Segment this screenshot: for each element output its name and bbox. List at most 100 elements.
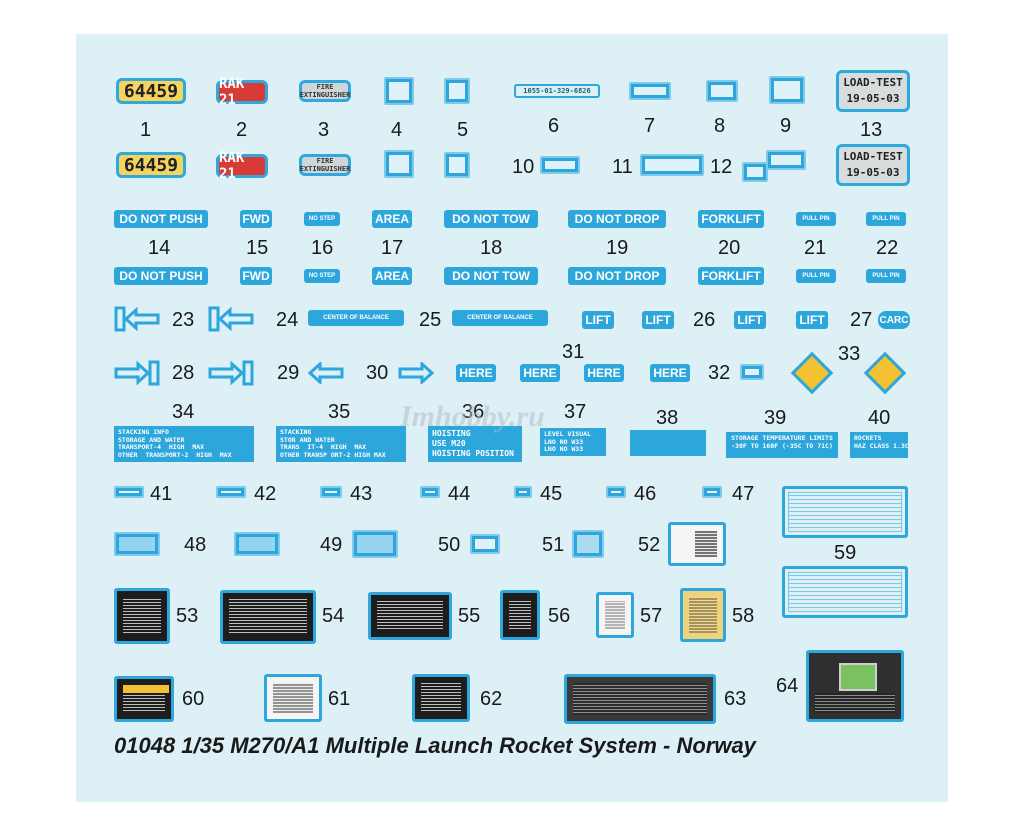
plate-64459-2: 64459	[116, 152, 186, 178]
label-18: 18	[480, 237, 503, 259]
decal-5a	[444, 78, 470, 104]
label-43: 43	[350, 483, 373, 505]
label-47: 47	[732, 483, 755, 505]
label-37: 37	[564, 401, 587, 423]
storage-temp-39: STORAGE TEMPERATURE LIMITS -30F TO 160F …	[726, 432, 838, 458]
decal-9	[769, 76, 805, 104]
carc-badge: CARC	[878, 311, 910, 329]
decal-5b	[444, 152, 470, 178]
data-plate-56	[500, 590, 540, 640]
placard-59b	[782, 566, 908, 618]
label-54: 54	[322, 605, 345, 627]
level-37: LEVEL VISUAL LNO NO W33 LNO NO W33	[540, 428, 606, 456]
decal-7	[629, 82, 671, 100]
label-51: 51	[542, 534, 565, 556]
label-9: 9	[780, 115, 792, 137]
arrow-right-icon-30	[398, 362, 434, 384]
label-3: 3	[318, 119, 330, 141]
label-61: 61	[328, 688, 351, 710]
do-not-tow-a: DO NOT TOW	[444, 210, 538, 228]
label-35: 35	[328, 401, 351, 423]
label-41: 41	[150, 483, 173, 505]
label-33: 33	[838, 343, 861, 365]
arrow-right-icon-28a	[114, 360, 160, 386]
no-step-b: NO STEP	[304, 269, 340, 283]
decal-60	[114, 676, 174, 722]
label-20: 20	[718, 237, 741, 259]
label-30: 30	[366, 362, 389, 384]
label-63: 63	[724, 688, 747, 710]
pull-pin-22b: PULL PIN	[866, 269, 906, 283]
label-60: 60	[182, 688, 205, 710]
rockets-40: ROCKETS HAZ CLASS 1.3C	[850, 432, 908, 458]
fwd-b: FWD	[240, 267, 272, 285]
watermark: Imhobby.ru	[400, 400, 545, 433]
label-27: 27	[850, 309, 873, 331]
lift-b: LIFT	[642, 311, 674, 329]
data-plate-53	[114, 588, 170, 644]
arrow-left-icon-29	[308, 362, 344, 384]
decal-46	[606, 486, 626, 498]
here-b: HERE	[520, 364, 560, 382]
warning-38	[630, 430, 706, 456]
instrument-panel-63	[564, 674, 716, 724]
data-plate-55	[368, 592, 452, 640]
label-52: 52	[638, 534, 661, 556]
decal-4b	[384, 150, 414, 178]
fire-extinguisher-plate-2: FIRE EXTINGUISHER	[299, 154, 351, 176]
label-29: 29	[277, 362, 300, 384]
pull-pin-21b: PULL PIN	[796, 269, 836, 283]
arrow-left-icon-23b	[208, 306, 254, 332]
decal-50	[470, 534, 500, 554]
decal-44	[420, 486, 440, 498]
pull-pin-22a: PULL PIN	[866, 212, 906, 226]
stock-number-plate: 1055-01-329-6826	[514, 84, 600, 98]
label-24: 24	[276, 309, 299, 331]
control-panel-64	[806, 650, 904, 722]
decal-57	[596, 592, 634, 638]
label-36: 36	[462, 401, 485, 423]
data-plate-62	[412, 674, 470, 722]
label-44: 44	[448, 483, 471, 505]
decal-12b	[766, 150, 806, 170]
label-23: 23	[172, 309, 195, 331]
label-14: 14	[148, 237, 171, 259]
plate-64459-1: 64459	[116, 78, 186, 104]
label-16: 16	[311, 237, 334, 259]
decal-41	[114, 486, 144, 498]
lift-a: LIFT	[582, 311, 614, 329]
decal-45	[514, 486, 532, 498]
center-of-balance-24: CENTER OF BALANCE	[308, 310, 404, 326]
label-46: 46	[634, 483, 657, 505]
decal-43	[320, 486, 342, 498]
label-48: 48	[184, 534, 207, 556]
stacking-info-34: STACKING INFO STORAGE AND WATER TRANSPOR…	[114, 426, 254, 462]
decal-12a	[742, 162, 768, 182]
data-plate-54	[220, 590, 316, 644]
plate-rak21-2: RAK 21	[216, 150, 268, 182]
decal-51	[572, 530, 604, 558]
fwd-a: FWD	[240, 210, 272, 228]
center-of-balance-25: CENTER OF BALANCE	[452, 310, 548, 326]
decal-11	[640, 154, 704, 176]
forklift-a: FORKLIFT	[698, 210, 764, 228]
label-2: 2	[236, 119, 248, 141]
decal-8	[706, 80, 738, 102]
label-25: 25	[419, 309, 442, 331]
do-not-tow-b: DO NOT TOW	[444, 267, 538, 285]
fire-extinguisher-plate-1: FIRE EXTINGUISHER	[299, 80, 351, 102]
label-6: 6	[548, 115, 560, 137]
decal-48a	[114, 532, 160, 556]
carrier-plate-61	[264, 674, 322, 722]
do-not-drop-b: DO NOT DROP	[568, 267, 666, 285]
label-57: 57	[640, 605, 663, 627]
decal-48b	[234, 532, 280, 556]
label-62: 62	[480, 688, 503, 710]
label-8: 8	[714, 115, 726, 137]
label-32: 32	[708, 362, 731, 384]
arrow-left-icon-23a	[114, 306, 160, 332]
label-4: 4	[391, 119, 403, 141]
label-39: 39	[764, 407, 787, 429]
lift-d: LIFT	[796, 311, 828, 329]
